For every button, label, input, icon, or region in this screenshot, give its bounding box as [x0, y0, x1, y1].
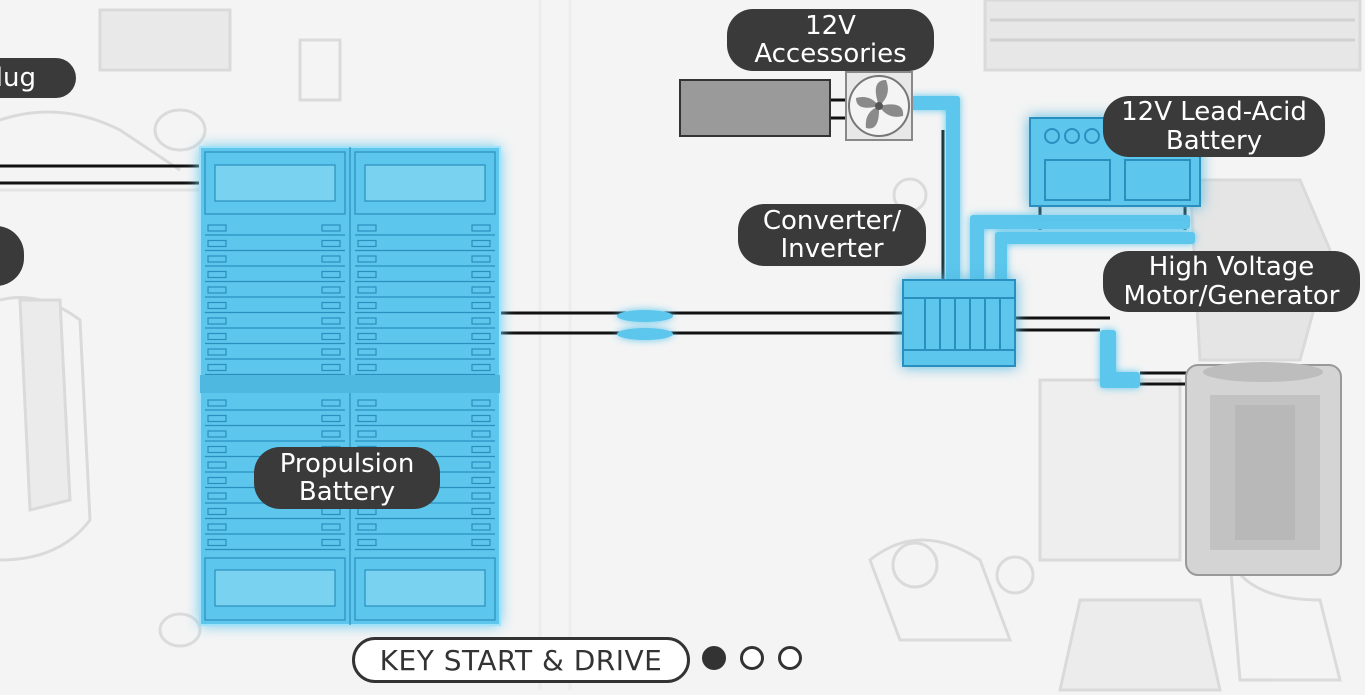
mode-title-pill: KEY START & DRIVE [352, 637, 690, 683]
lead-acid-label: 12V Lead-Acid Battery [1103, 96, 1325, 157]
motor-label: High Voltage Motor/Generator [1103, 251, 1360, 312]
converter-label: Converter/ Inverter [738, 204, 926, 266]
accessories-label-line2: Accessories [754, 39, 907, 69]
mode-title: KEY START & DRIVE [379, 643, 663, 677]
lead-acid-label-line1: 12V Lead-Acid [1121, 97, 1307, 128]
page-dot-2[interactable] [740, 646, 764, 670]
converter-inverter [902, 279, 1016, 367]
accessory-box [679, 79, 831, 137]
fan-icon [845, 71, 913, 141]
blue-conduits [617, 96, 1195, 388]
page-dot-1[interactable] [702, 646, 726, 670]
page-dot-3[interactable] [778, 646, 802, 670]
plug-label-text: lug [0, 62, 36, 93]
converter-label-line1: Converter/ [762, 205, 902, 236]
motor-label-line2: Motor/Generator [1123, 280, 1340, 311]
motor-generator [1185, 362, 1342, 576]
propulsion-label-line1: Propulsion [279, 448, 415, 479]
converter-label-line2: Inverter [780, 234, 884, 264]
accessories-label: 12V Accessories [727, 9, 934, 71]
propulsion-label: Propulsion Battery [254, 447, 440, 509]
plug-label: lug [0, 58, 76, 98]
propulsion-label-line2: Battery [298, 477, 396, 507]
motor-label-line1: High Voltage [1148, 252, 1315, 283]
lead-acid-label-line2: Battery [1165, 125, 1263, 156]
accessories-label-line1: 12V [805, 10, 856, 41]
